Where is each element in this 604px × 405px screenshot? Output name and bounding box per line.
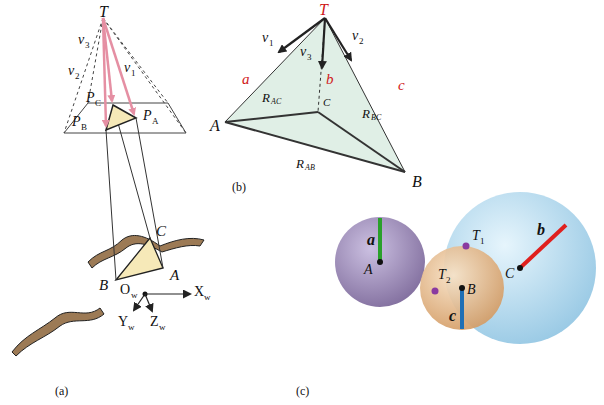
- subscript: w: [131, 290, 138, 301]
- edge-length: b: [326, 70, 334, 88]
- subscript: 2: [359, 36, 364, 47]
- point-label: T: [438, 267, 446, 284]
- point-label: P: [72, 114, 81, 131]
- subscript: 2: [75, 71, 80, 82]
- subscript: BC: [371, 113, 381, 123]
- point-label: C: [323, 96, 330, 109]
- axis-label: O: [120, 282, 130, 299]
- radius-label: a: [367, 230, 375, 249]
- point-label: C: [505, 266, 514, 283]
- vector-label: v: [352, 28, 358, 45]
- point-label: B: [99, 276, 108, 294]
- subscript: A: [152, 116, 159, 127]
- subscript: AC: [271, 97, 281, 107]
- subscript: 2: [446, 275, 451, 286]
- distance-label: R: [296, 156, 304, 172]
- vector-label: v: [124, 60, 130, 77]
- point-label: T: [472, 228, 480, 245]
- camera-view: [12, 18, 204, 356]
- point-label: A: [364, 262, 373, 279]
- panel-label: (c): [296, 384, 309, 398]
- point-label: A: [210, 116, 220, 135]
- tetrahedron: [225, 18, 405, 172]
- subscript: 3: [85, 40, 90, 51]
- subscript: 1: [269, 38, 274, 49]
- point-label: A: [170, 266, 179, 284]
- distance-label: R: [362, 106, 370, 122]
- vector-label: v: [78, 32, 84, 49]
- axis-label: Z: [150, 314, 159, 331]
- subscript: C: [95, 98, 101, 109]
- subscript: 3: [307, 52, 312, 63]
- edge-length: c: [398, 76, 405, 94]
- point-label: T: [99, 2, 108, 21]
- subscript: w: [159, 322, 166, 333]
- subscript: B: [81, 122, 87, 133]
- point-label: P: [143, 108, 152, 125]
- point-label: P: [86, 90, 95, 107]
- radius-label: c: [449, 306, 456, 325]
- spheres: [335, 192, 596, 344]
- distance-label: R: [262, 90, 270, 106]
- point-label: B: [412, 172, 422, 191]
- radius-label: b: [537, 220, 545, 239]
- subscript: 1: [480, 236, 485, 247]
- subscript: AB: [305, 163, 315, 173]
- panel-label: (b): [232, 180, 246, 194]
- point-label: B: [467, 282, 476, 299]
- point-label: T: [319, 0, 328, 19]
- subscript: w: [128, 322, 135, 333]
- subscript: 1: [131, 68, 136, 79]
- vector-label: v: [68, 63, 74, 80]
- panel-label: (a): [55, 384, 68, 398]
- point-label: C: [156, 222, 166, 240]
- subscript: w: [204, 292, 211, 303]
- axis-label: Y: [118, 314, 128, 331]
- vector-label: v: [300, 44, 306, 61]
- axis-label: X: [194, 284, 204, 301]
- edge-length: a: [242, 70, 250, 88]
- vector-label: v: [262, 30, 268, 47]
